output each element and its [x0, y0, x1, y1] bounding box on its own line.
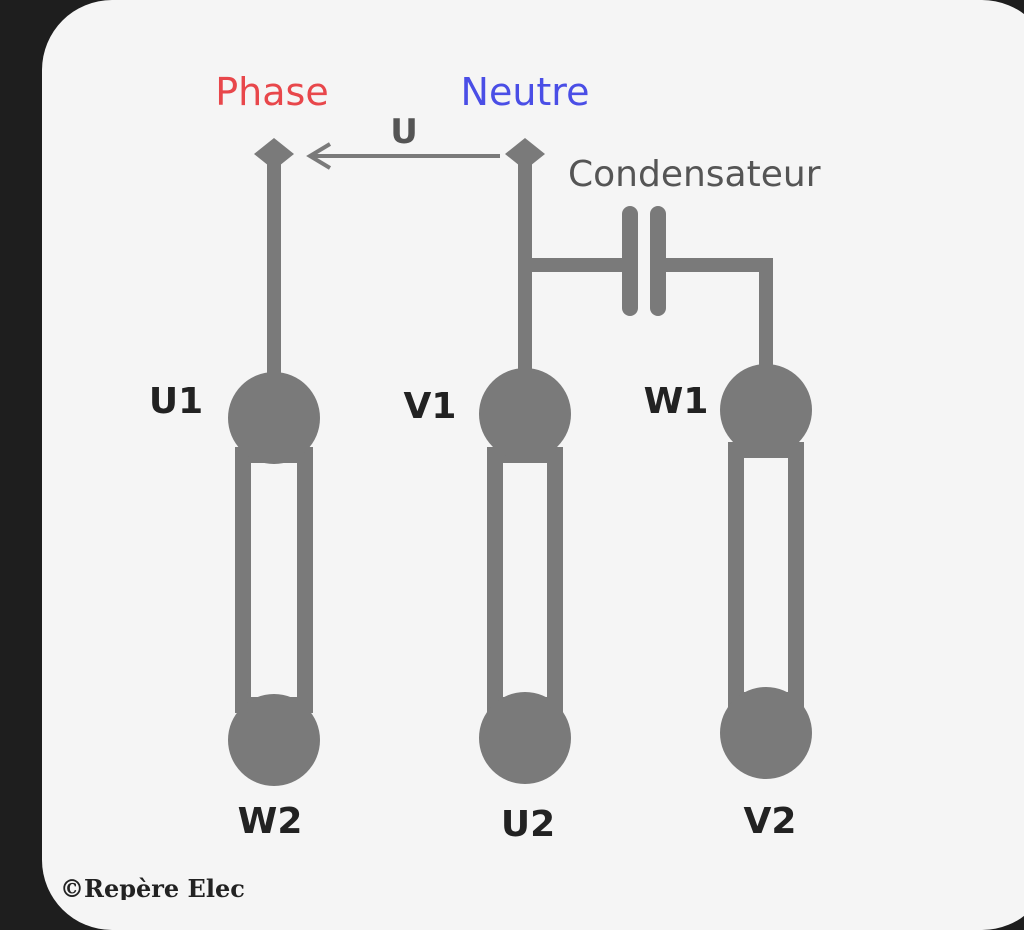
capacitor-wire-right	[658, 258, 773, 378]
label-v2: V2	[744, 801, 797, 842]
phase-label: Phase	[215, 70, 328, 114]
credit-text: ©Repère Elec	[60, 874, 245, 900]
capacitor-label: Condensateur	[568, 154, 821, 195]
voltage-arrow-head	[306, 142, 332, 170]
motor-wiring-diagram: Phase Neutre U Condensateur U1 V1 W1 W2 …	[60, 70, 821, 900]
capacitor-plate-left	[622, 206, 638, 316]
terminal-u1	[228, 372, 320, 464]
label-v1: V1	[404, 386, 457, 427]
winding-v1-u2	[487, 447, 563, 713]
terminal-w1	[720, 364, 812, 456]
terminal-w2	[228, 694, 320, 786]
terminal-v1	[479, 368, 571, 460]
winding-u1-w2	[235, 447, 313, 713]
label-w2: W2	[238, 801, 303, 842]
neutre-label: Neutre	[461, 70, 590, 114]
terminal-v2	[720, 687, 812, 779]
voltage-label: U	[390, 112, 418, 152]
terminal-u2	[479, 692, 571, 784]
label-u1: U1	[149, 381, 203, 422]
label-w1: W1	[644, 381, 709, 422]
winding-w1-v2	[728, 442, 804, 708]
label-u2: U2	[501, 804, 555, 845]
